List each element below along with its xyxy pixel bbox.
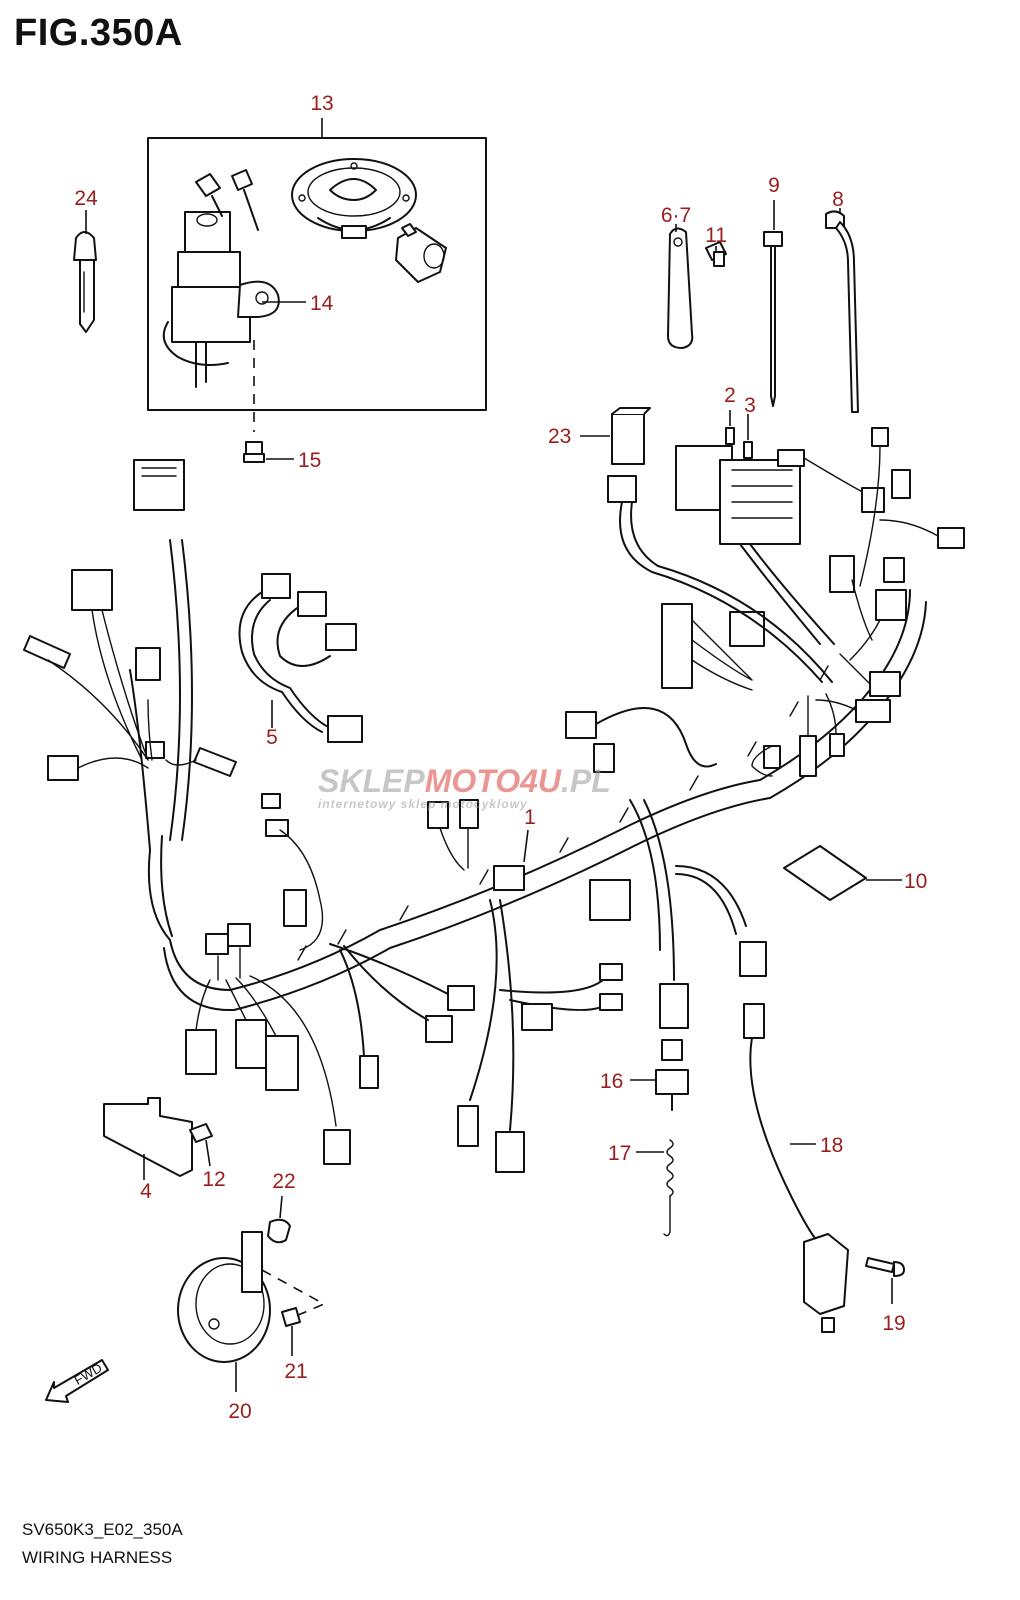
watermark-part-c: 4U — [519, 763, 562, 799]
horn-drawing — [177, 1195, 326, 1392]
callout-20: 20 — [228, 1400, 251, 1423]
side-stand-switch-drawing — [743, 1003, 905, 1333]
lock-set-group — [147, 118, 487, 432]
bracket-4-drawing — [103, 1097, 213, 1180]
callout-4: 4 — [140, 1180, 152, 1203]
seat-lock-drawing — [395, 223, 447, 283]
watermark-part-a: SKLEP — [318, 763, 425, 799]
fuse-box-drawing — [675, 410, 801, 545]
callout-22: 22 — [272, 1170, 295, 1193]
callout-23: 23 — [548, 425, 571, 448]
main-harness-drawing — [23, 427, 965, 1173]
callout-5: 5 — [266, 726, 278, 749]
callout-21: 21 — [284, 1360, 307, 1383]
figure-name: WIRING HARNESS — [22, 1548, 173, 1567]
key-drawing — [73, 210, 97, 333]
watermark-part-b: MOTO — [425, 763, 521, 799]
figure-title: FIG.350A — [14, 12, 183, 54]
callout-12: 12 — [202, 1168, 225, 1191]
callouts: 1 2 3 4 5 6·7 8 9 10 11 12 13 14 15 16 1… — [74, 92, 927, 1423]
callout-9: 9 — [768, 174, 780, 197]
callout-11: 11 — [705, 224, 727, 247]
clamp-and-ties-drawing — [667, 200, 859, 413]
stop-switch-drawing — [630, 1039, 689, 1237]
screw-15-drawing — [243, 441, 294, 463]
callout-19: 19 — [882, 1312, 905, 1335]
sub-harness-5-drawing — [238, 573, 363, 743]
callout-24: 24 — [74, 187, 98, 210]
lock-set-frame — [147, 137, 487, 411]
callout-17: 17 — [608, 1142, 631, 1165]
fuel-cap-drawing — [291, 158, 417, 239]
callout-13: 13 — [310, 92, 333, 115]
callout-10: 10 — [904, 870, 927, 893]
callout-18: 18 — [820, 1134, 843, 1157]
callout-15: 15 — [298, 449, 321, 472]
figure-code: SV650K3_E02_350A — [22, 1520, 183, 1539]
callout-16: 16 — [600, 1070, 623, 1093]
ignition-switch-drawing — [162, 169, 280, 388]
label-sheet-drawing — [783, 845, 902, 901]
fwd-direction-marker: FWD — [45, 1359, 109, 1403]
relay-23-drawing — [580, 407, 651, 465]
watermark: SKLEPMOTO4U.PL internetowy sklep motocyk… — [318, 763, 611, 811]
callout-6-7: 6·7 — [661, 204, 691, 227]
watermark-part-d: .PL — [561, 763, 611, 799]
callout-2: 2 — [724, 384, 736, 407]
svg-text:SKLEPMOTO4U.PL: SKLEPMOTO4U.PL — [318, 763, 611, 799]
watermark-tagline: internetowy sklep motocyklowy — [318, 797, 528, 811]
callout-8: 8 — [832, 188, 844, 211]
callout-3: 3 — [744, 394, 756, 417]
callout-1: 1 — [524, 806, 536, 829]
callout-14: 14 — [310, 292, 334, 315]
